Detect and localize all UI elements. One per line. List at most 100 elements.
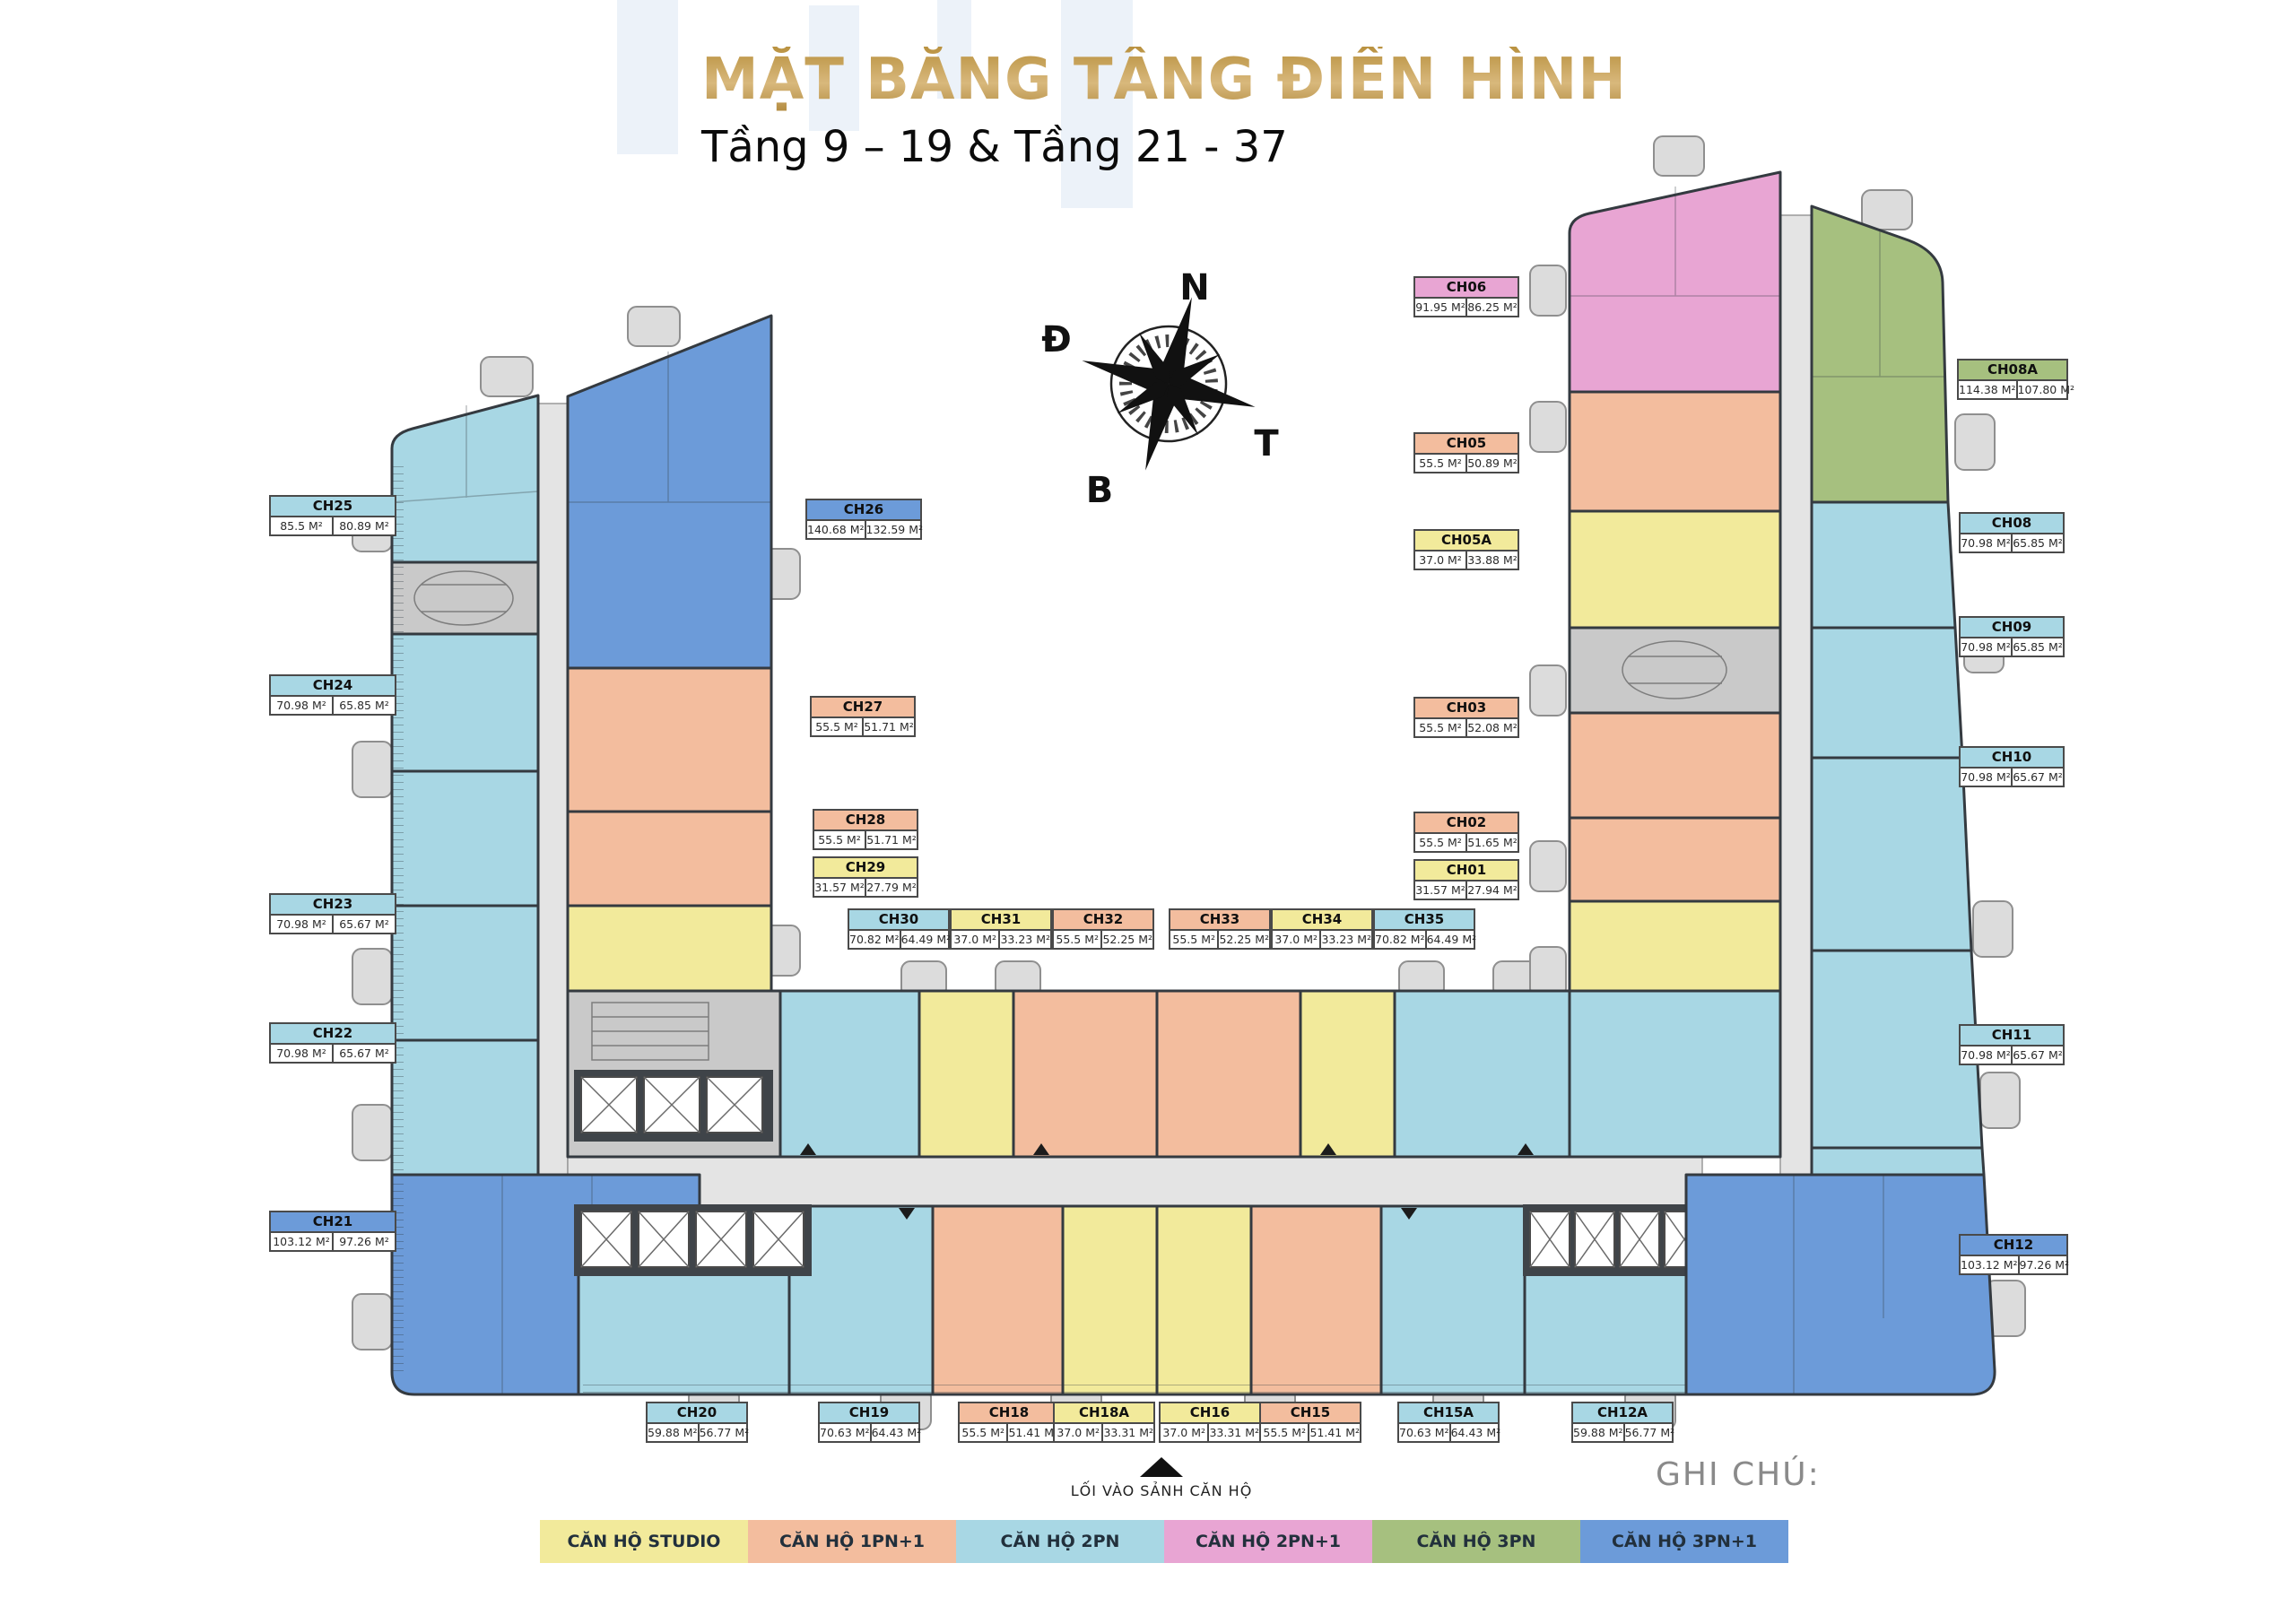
- unit-areas: 91.95 M² 86.25 M²: [1415, 299, 1518, 316]
- legend: CĂN HỘ STUDIO CĂN HỘ 1PN+1 CĂN HỘ 2PN CĂ…: [540, 1520, 1788, 1563]
- unit-ch15a-shape: [1379, 1204, 1526, 1396]
- legend-item-2pn1: CĂN HỘ 2PN+1: [1164, 1520, 1372, 1563]
- unit-id: CH11: [1961, 1026, 2063, 1047]
- unit-ch35-shape: [1393, 989, 1571, 1159]
- unit-areas: 140.68 M² 132.59 M²: [807, 521, 923, 538]
- unit-id: CH24: [271, 676, 395, 698]
- unit-area-net: 65.67 M²: [339, 1047, 389, 1061]
- unit-area-net: 51.71 M²: [864, 720, 914, 734]
- unit-label-ch08a: CH08A 114.38 M² 107.80 M²: [1957, 359, 2074, 400]
- unit-label-ch26: CH26 140.68 M² 132.59 M²: [805, 499, 923, 540]
- unit-area-net: 51.71 M²: [866, 833, 917, 847]
- unit-label-ch03: CH03 55.5 M² 52.08 M²: [1413, 697, 1519, 738]
- unit-ch18a-shape: [1061, 1204, 1159, 1396]
- unit-area-total: 55.5 M²: [1415, 834, 1467, 851]
- unit-areas: 37.0 M² 33.31 M²: [1055, 1424, 1153, 1441]
- unit-area-total: 37.0 M²: [1161, 1424, 1210, 1441]
- unit-areas: 55.5 M² 51.41 M²: [960, 1424, 1058, 1441]
- unit-id: CH15A: [1399, 1403, 1498, 1425]
- unit-area-net: 132.59 M²: [865, 523, 924, 537]
- legend-item-label: CĂN HỘ 2PN+1: [1195, 1532, 1342, 1551]
- unit-ch18-shape: [931, 1204, 1065, 1396]
- unit-id: CH19: [820, 1403, 918, 1425]
- unit-label-ch23: CH23 70.98 M² 65.67 M²: [269, 893, 396, 934]
- unit-area-net: 51.65 M²: [1467, 836, 1518, 850]
- left-inner-column: [566, 314, 773, 993]
- unit-id: CH31: [952, 910, 1050, 932]
- unit-area-total: 37.0 M²: [1055, 1424, 1104, 1441]
- unit-area-total: 70.98 M²: [271, 697, 334, 714]
- unit-ch01-shape: [1568, 899, 1782, 993]
- entrance-arrow-icon: [1140, 1457, 1183, 1477]
- unit-area-total: 70.98 M²: [1961, 769, 2013, 786]
- unit-id: CH18A: [1055, 1403, 1153, 1425]
- unit-area-net: 33.31 M²: [1209, 1426, 1259, 1440]
- unit-area-total: 55.5 M²: [1170, 931, 1220, 948]
- unit-ch27-shape: [566, 666, 773, 813]
- unit-ch16-shape: [1155, 1204, 1253, 1396]
- unit-id: CH26: [807, 500, 920, 522]
- unit-id: CH09: [1961, 618, 2063, 639]
- unit-ch12-shape: [1684, 1173, 1996, 1396]
- unit-area-net: 33.88 M²: [1467, 553, 1518, 568]
- unit-areas: 55.5 M² 52.08 M²: [1415, 719, 1518, 736]
- unit-area-total: 70.82 M²: [849, 931, 901, 948]
- unit-id: CH22: [271, 1024, 395, 1046]
- unit-label-ch35: CH35 70.82 M² 64.49 M²: [1373, 908, 1476, 950]
- unit-label-ch22: CH22 70.98 M² 65.67 M²: [269, 1022, 396, 1064]
- unit-area-net: 33.31 M²: [1103, 1426, 1153, 1440]
- unit-area-net: 64.43 M²: [871, 1426, 922, 1440]
- legend-item-label: CĂN HỘ 3PN: [1416, 1532, 1536, 1551]
- unit-ch10-shape: [1810, 756, 1973, 952]
- unit-label-ch06: CH06 91.95 M² 86.25 M²: [1413, 276, 1519, 317]
- unit-id: CH25: [271, 497, 395, 518]
- unit-ch09-shape: [1810, 626, 1964, 760]
- legend-title: GHI CHÚ:: [1656, 1456, 1821, 1493]
- unit-id: CH18: [960, 1403, 1058, 1425]
- unit-area-total: 103.12 M²: [1961, 1256, 2020, 1273]
- left-wing: [390, 394, 540, 1177]
- unit-label-ch15a: CH15A 70.63 M² 64.43 M²: [1397, 1402, 1500, 1443]
- unit-area-total: 140.68 M²: [807, 521, 866, 538]
- unit-ch05a-shape: [1568, 509, 1782, 630]
- unit-ch33-shape: [1155, 989, 1302, 1159]
- unit-area-net: 33.23 M²: [1000, 933, 1050, 947]
- unit-label-ch18: CH18 55.5 M² 51.41 M²: [958, 1402, 1060, 1443]
- unit-ch28-shape: [566, 810, 773, 908]
- unit-ch15-shape: [1249, 1204, 1383, 1396]
- unit-ch32-shape: [1012, 989, 1159, 1159]
- unit-areas: 70.98 M² 65.85 M²: [1961, 638, 2063, 656]
- unit-label-ch11: CH11 70.98 M² 65.67 M²: [1959, 1024, 2065, 1065]
- legend-item-studio: CĂN HỘ STUDIO: [540, 1520, 748, 1563]
- unit-id: CH23: [271, 895, 395, 916]
- unit-id: CH05: [1415, 434, 1518, 456]
- compass-label-b: B: [1086, 470, 1114, 511]
- unit-areas: 59.88 M² 56.77 M²: [648, 1424, 749, 1441]
- unit-id: CH30: [849, 910, 948, 932]
- unit-areas: 70.82 M² 64.49 M²: [849, 931, 951, 948]
- unit-area-net: 64.43 M²: [1450, 1426, 1501, 1440]
- unit-area-total: 70.98 M²: [1961, 638, 2013, 656]
- unit-area-total: 37.0 M²: [1273, 931, 1322, 948]
- central-corridor: [567, 1156, 1703, 1207]
- unit-label-ch09: CH09 70.98 M² 65.85 M²: [1959, 616, 2065, 657]
- unit-area-total: 37.0 M²: [1415, 551, 1467, 569]
- unit-label-ch28: CH28 55.5 M² 51.71 M²: [813, 809, 918, 850]
- unit-area-total: 59.88 M²: [648, 1424, 700, 1441]
- unit-area-total: 70.98 M²: [271, 1045, 334, 1062]
- unit-areas: 70.98 M² 65.67 M²: [271, 1045, 395, 1062]
- left-corridor: [537, 403, 569, 1176]
- unit-id: CH06: [1415, 278, 1518, 300]
- unit-area-net: 65.67 M²: [2013, 1048, 2063, 1063]
- unit-ch11-shape: [1810, 949, 1984, 1150]
- unit-area-total: 59.88 M²: [1573, 1424, 1625, 1441]
- unit-area-net: 65.85 M²: [2013, 640, 2063, 655]
- compass-label-n: N: [1179, 267, 1209, 308]
- unit-id: CH05A: [1415, 531, 1518, 552]
- unit-areas: 70.98 M² 65.67 M²: [1961, 769, 2063, 786]
- unit-area-net: 65.85 M²: [2013, 536, 2063, 551]
- unit-areas: 31.57 M² 27.94 M²: [1415, 882, 1518, 899]
- unit-label-ch20: CH20 59.88 M² 56.77 M²: [646, 1402, 749, 1443]
- page-title: MẶT BẰNG TẦNG ĐIỂN HÌNH: [701, 47, 1627, 113]
- unit-areas: 103.12 M² 97.26 M²: [1961, 1256, 2069, 1273]
